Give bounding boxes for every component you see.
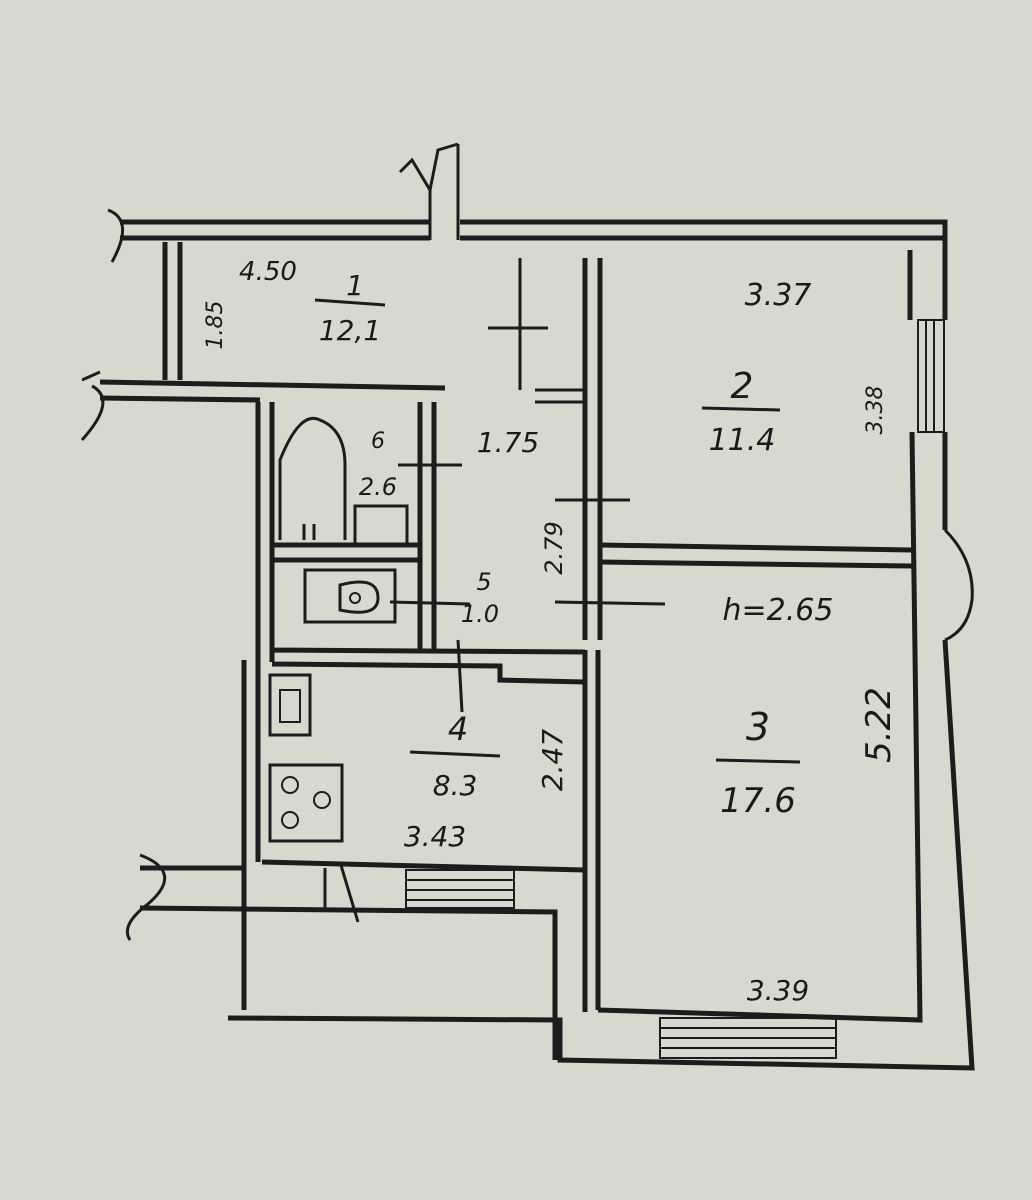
stove-icon [268,763,344,843]
dim-room2-width: 3.37 [745,278,812,313]
room2-3-partition [599,542,913,569]
fixtures [268,417,409,843]
right-exterior-wall [227,222,975,1071]
room-4-number: 4 [448,710,468,748]
room-1-area: 12,1 [319,314,381,347]
break-line-bottom-left [125,853,166,941]
dim-room3-length: 5.22 [859,687,899,763]
break-line-top-left [107,208,125,263]
hall-left-wall [162,242,183,380]
dim-kitchen-depth: 2.47 [536,729,569,792]
dim-corridor-width: 1.75 [477,426,539,459]
break-lines [80,142,460,941]
dim-hall-depth: 1.85 [203,301,228,350]
room-3-area: 17.6 [720,781,796,821]
fraction-bars [314,298,801,764]
kitchen-walls [139,660,586,1060]
room-3-number: 3 [746,705,770,749]
room-6-area: 2.6 [359,473,397,501]
bathtub-icon [278,417,347,540]
ceiling-height: h=2.65 [723,593,834,628]
dim-hall-width: 4.50 [239,257,297,287]
room-2-number: 2 [731,366,754,407]
door-marks [323,300,666,923]
entrance-mark [398,142,460,240]
window-room2 [917,319,945,433]
dim-room2-depth: 3.38 [863,386,888,435]
room-4-area: 8.3 [433,769,478,802]
break-line-mid-left [80,370,105,442]
room2-left-wall [582,258,603,640]
room-5-number: 5 [476,568,491,596]
kitchen-sink-icon [268,673,312,737]
room-5-area: 1.0 [461,600,499,628]
room-6-number: 6 [371,429,385,454]
room3-left-wall [582,650,601,1012]
top-exterior-wall [120,219,948,241]
hall-bottom-wall [99,379,446,403]
right-inner-wall [597,250,923,1023]
room-labels: 1 12,1 2 11.4 3 17.6 4 8.3 5 1.0 6 2.6 [319,269,796,821]
dimension-labels: 4.50 1.85 1.75 2.79 3.37 3.38 h=2.65 5.2… [203,257,899,1007]
dim-kitchen-width: 3.43 [404,820,466,853]
walls [99,219,975,1071]
bathroom-walls [255,402,586,862]
right-bay [943,528,974,642]
closet [518,258,585,404]
dim-room3-width: 3.39 [747,974,809,1007]
room-2-area: 11.4 [709,423,776,458]
windows [405,319,945,1059]
sink-icon [353,504,409,546]
room-1-number: 1 [346,269,364,302]
dim-corridor-length: 2.79 [540,521,568,574]
toilet-icon [303,568,397,624]
